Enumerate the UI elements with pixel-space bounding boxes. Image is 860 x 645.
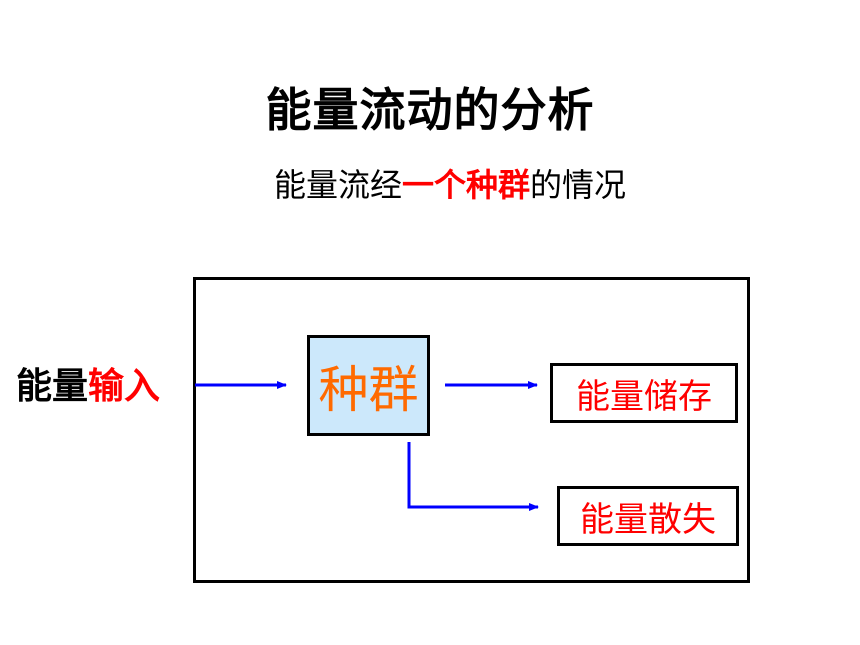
energy-dissipation-box: 能量散失 xyxy=(557,486,739,546)
energy-input-label-highlight: 输入 xyxy=(88,366,161,407)
energy-storage-box: 能量储存 xyxy=(550,363,738,423)
page-title: 能量流动的分析 xyxy=(265,83,595,137)
dissipation-arrow xyxy=(407,442,539,511)
subtitle-highlight: 一个种群 xyxy=(401,166,530,204)
subtitle: 能量流经一个种群的情况 xyxy=(0,160,860,206)
subtitle-prefix: 能量流经 xyxy=(273,166,402,204)
population-box: 种群 xyxy=(307,335,430,436)
energy-input-label: 能量输入 xyxy=(16,357,160,409)
subtitle-suffix: 的情况 xyxy=(530,166,627,204)
diagram-frame xyxy=(193,277,750,583)
energy-input-label-prefix: 能量 xyxy=(16,366,89,407)
